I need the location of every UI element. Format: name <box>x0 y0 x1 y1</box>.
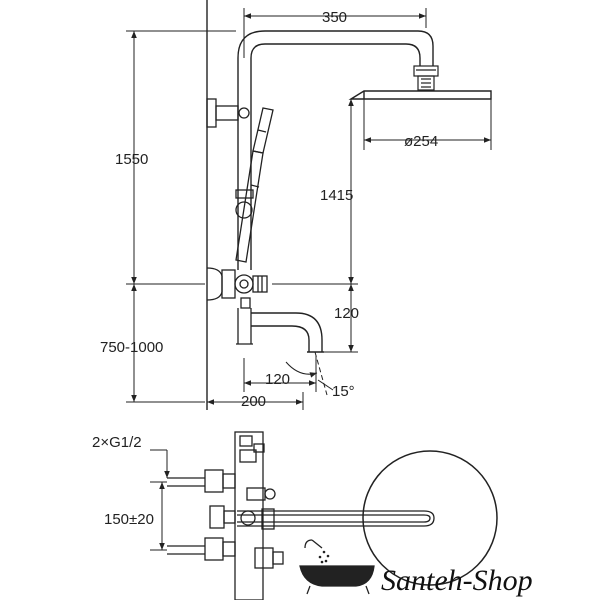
slider-knob <box>235 189 254 219</box>
rain-shower-head-top <box>362 450 498 586</box>
diverter-knob <box>246 487 276 501</box>
shower-arm <box>237 30 434 66</box>
dim-mount-height: 750-1000 <box>100 339 163 356</box>
mixer-body <box>206 267 268 309</box>
dim-inlets: 2×G1/2 <box>92 434 142 451</box>
dim-1550-lines <box>126 30 236 285</box>
dim-spout-angle: 15° <box>332 383 355 400</box>
shower-drops-icon <box>318 550 330 564</box>
arm-connector <box>413 65 439 91</box>
dim-head-diameter: ø254 <box>404 133 438 150</box>
dim-top-width: 350 <box>322 9 347 26</box>
dim-254-lines <box>363 99 492 150</box>
dim-350-lines <box>243 8 427 58</box>
brand-name: Santeh-Shop <box>381 564 533 597</box>
hand-shower <box>235 107 274 263</box>
inlet-top <box>167 469 236 493</box>
dim-150-lines <box>150 481 167 551</box>
mixer-front-body <box>234 431 265 600</box>
dim-inlets-lines <box>150 449 170 478</box>
dim-15deg-lines <box>285 351 334 396</box>
dim-750-1000-lines <box>126 284 205 403</box>
dim-120-vertical-lines <box>324 284 358 353</box>
bath-spout-top <box>237 508 435 530</box>
dim-head-height: 1415 <box>320 187 353 204</box>
lower-riser <box>236 308 253 345</box>
bath-spout <box>251 312 324 353</box>
bathtub-logo-icon <box>299 539 375 595</box>
inlet-bottom <box>167 537 236 561</box>
dim-1415-lines <box>272 99 358 285</box>
dim-wall-offset: 200 <box>241 393 266 410</box>
dim-inlet-spacing: 150±20 <box>104 511 154 528</box>
lower-valve <box>254 547 284 569</box>
upper-wall-bracket <box>206 98 250 128</box>
dim-spout-height: 120 <box>334 305 359 322</box>
mid-connector <box>209 505 236 529</box>
dim-spout-offset: 120 <box>265 371 290 388</box>
dim-200-lines <box>207 392 304 410</box>
dim-total-height: 1550 <box>115 151 148 168</box>
rain-shower-head-side <box>348 90 492 100</box>
